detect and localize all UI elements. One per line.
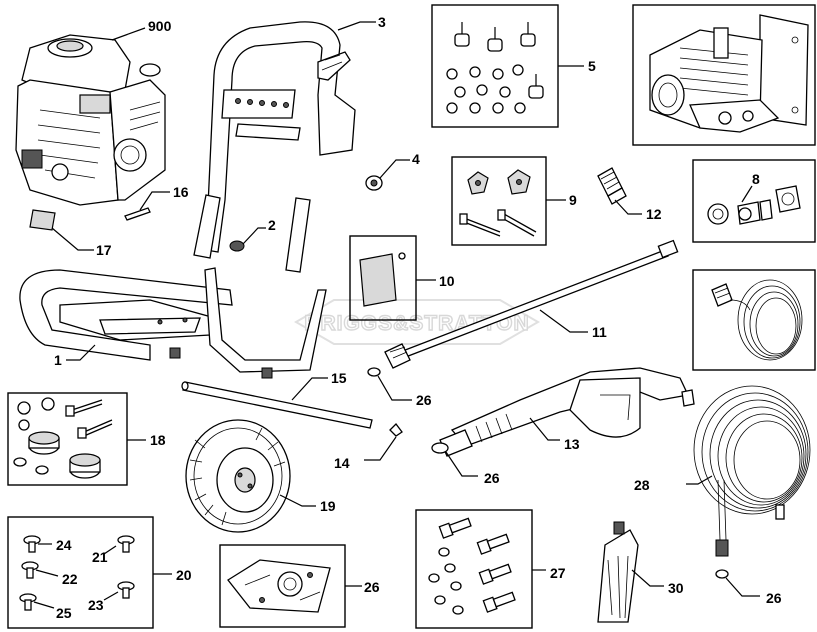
kit-20-box [7,516,154,629]
frame-icon [193,21,356,273]
kit-27-box [415,509,533,629]
bolts-icon [428,517,516,615]
kit-8-box [692,159,816,243]
coil-hose-icon [711,279,803,361]
callout-2: 2 [268,217,276,233]
tag-16-icon [124,207,151,221]
mount-kit-icon [13,397,113,479]
bushing-4-icon [365,175,383,191]
callout-26-hose: 26 [766,590,782,606]
pump-plate-icon [227,559,331,613]
callout-11: 11 [592,324,607,340]
clip-icon [389,423,403,437]
spray-gun-icon [439,367,695,457]
kit-18-box [7,392,128,486]
callout-26-wand: 26 [416,392,432,408]
plug-2-icon [229,240,245,252]
kit-5-hardware-icon [446,22,544,114]
callout-14: 14 [334,455,350,471]
kit-10-box [349,235,417,321]
callout-3: 3 [378,14,386,30]
callout-5: 5 [588,58,596,74]
callout-16: 16 [173,184,189,200]
callout-9: 9 [569,192,577,208]
callout-26-gun: 26 [484,470,500,486]
callout-21: 21 [92,549,108,565]
callout-24: 24 [56,537,72,553]
hose-kit-box [692,269,816,371]
callout-20: 20 [176,567,192,583]
callout-26-plate: 26 [364,579,380,595]
hose-icon [693,385,811,557]
pump-icon [649,14,809,133]
callout-10: 10 [439,273,455,289]
label-17-icon [29,209,56,231]
oring-gun-icon [431,442,449,454]
screws-icon [19,535,135,611]
callout-27: 27 [550,565,566,581]
callout-13: 13 [564,436,580,452]
base-frame-icon [19,267,327,379]
wand-icon [384,239,679,369]
callout-19: 19 [320,498,336,514]
oring-hose-icon [715,569,729,579]
wheel-icon [185,419,291,533]
watermark: BRIGGS&STRATTON [294,299,540,345]
callout-15: 15 [331,370,347,386]
nozzle-kit-icon [707,185,801,225]
pump-box [632,4,816,146]
manual-icon [359,252,406,307]
callout-18: 18 [150,432,166,448]
callout-23: 23 [88,597,104,613]
callout-8: 8 [752,171,760,187]
oring-wand-icon [367,367,381,377]
engine-icon [15,34,166,206]
callout-28: 28 [634,477,650,493]
axle-icon [181,381,373,429]
kit-9-box [451,156,547,246]
callout-30: 30 [668,580,684,596]
callout-12: 12 [646,206,662,222]
coupler-icon [597,167,627,205]
callout-1: 1 [54,352,62,368]
callout-25: 25 [56,605,72,621]
callout-4: 4 [412,151,420,167]
knobs-icon [459,169,537,237]
callout-900: 900 [148,18,172,34]
nozzle-bag-icon [597,521,639,623]
callout-22: 22 [62,571,78,587]
callout-17: 17 [96,242,112,258]
